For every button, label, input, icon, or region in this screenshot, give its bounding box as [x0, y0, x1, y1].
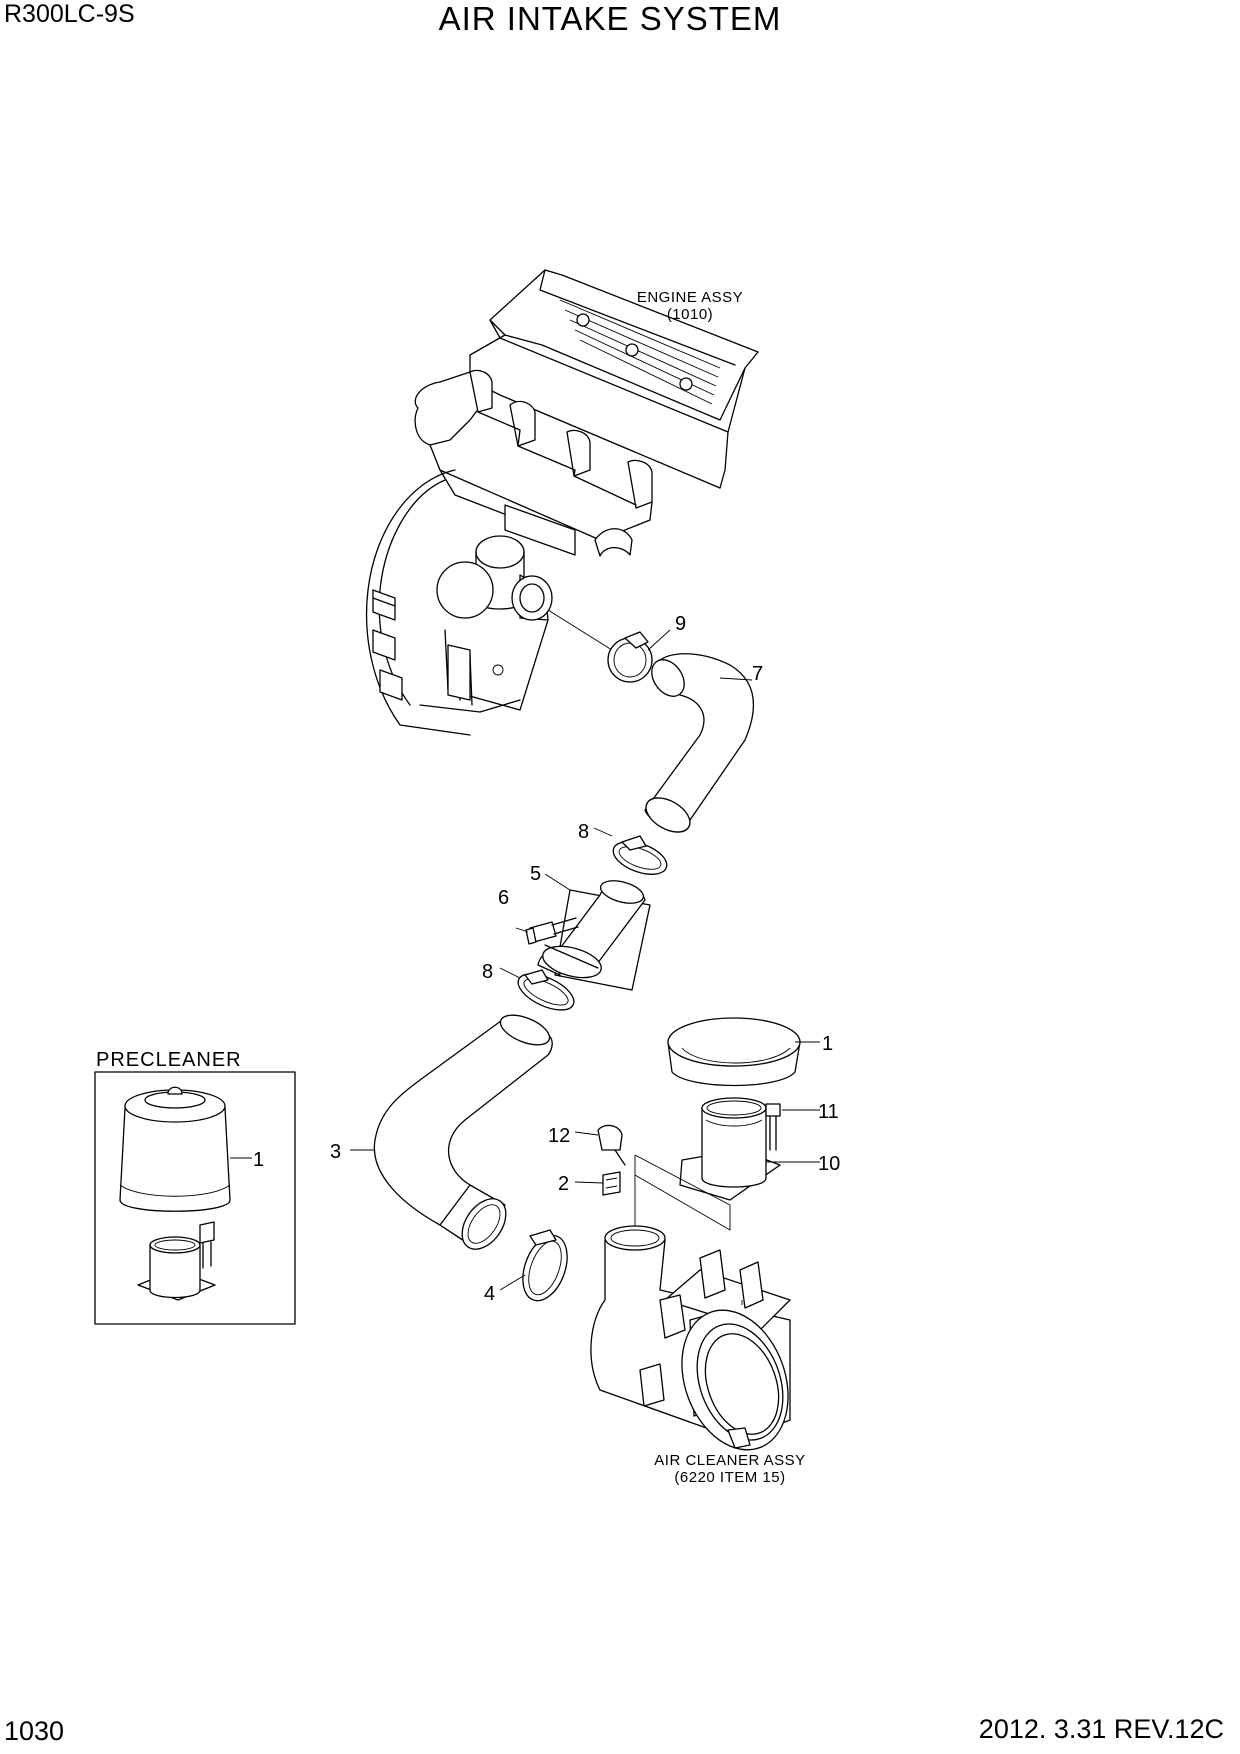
clamp-part-9 — [607, 631, 653, 683]
callout-10: 10 — [818, 1153, 840, 1175]
precleaner-adapter-part-10 — [679, 1097, 781, 1201]
callout-5: 5 — [530, 863, 541, 885]
hose-part-3 — [373, 1014, 553, 1250]
clamp-part-8-upper — [612, 835, 668, 875]
callout-2: 2 — [558, 1173, 569, 1195]
hose-part-7 — [644, 653, 755, 833]
precleaner-label: PRECLEANER — [96, 1049, 242, 1071]
bolt-part-6 — [525, 917, 579, 945]
callout-11: 11 — [818, 1101, 839, 1123]
air-cleaner-assy-label: AIR CLEANER ASSY — [654, 1452, 805, 1469]
air-cleaner-assy-ref: (6220 ITEM 15) — [674, 1469, 785, 1486]
precleaner-detail-box — [94, 1071, 296, 1325]
clamp-part-4 — [522, 1229, 568, 1302]
callout-8-upper: 8 — [578, 821, 589, 843]
bolt-part-11 — [765, 1103, 781, 1151]
revision-date: 2012. 3.31 REV.12C — [978, 1714, 1224, 1744]
leader-turbo-hose — [547, 609, 613, 651]
callout-3: 3 — [330, 1141, 341, 1163]
air-cleaner-assembly — [590, 1225, 791, 1451]
clamp-part-2 — [602, 1171, 621, 1196]
page-number: 1030 — [4, 1716, 65, 1746]
callout-1-precleaner: 1 — [253, 1149, 264, 1171]
model-number: R300LC-9S — [4, 0, 135, 28]
leader-lines — [230, 629, 820, 1305]
callout-4: 4 — [484, 1283, 495, 1305]
engine-assy-label: ENGINE ASSY — [637, 289, 743, 306]
callout-6: 6 — [498, 887, 509, 909]
valve-part-12 — [597, 1124, 626, 1166]
precleaner-cap-part-1 — [667, 1017, 801, 1087]
clamp-part-8-lower — [517, 969, 575, 1011]
callout-8-lower: 8 — [482, 961, 493, 983]
callout-7: 7 — [752, 663, 763, 685]
callout-12: 12 — [548, 1125, 570, 1147]
adapter-part-5 — [537, 880, 651, 991]
engine-assy-ref: (1010) — [667, 306, 713, 323]
callout-1-cap: 1 — [822, 1033, 833, 1055]
page-title: AIR INTAKE SYSTEM — [438, 0, 782, 37]
engine-assembly — [365, 269, 759, 736]
callout-9: 9 — [675, 613, 686, 635]
